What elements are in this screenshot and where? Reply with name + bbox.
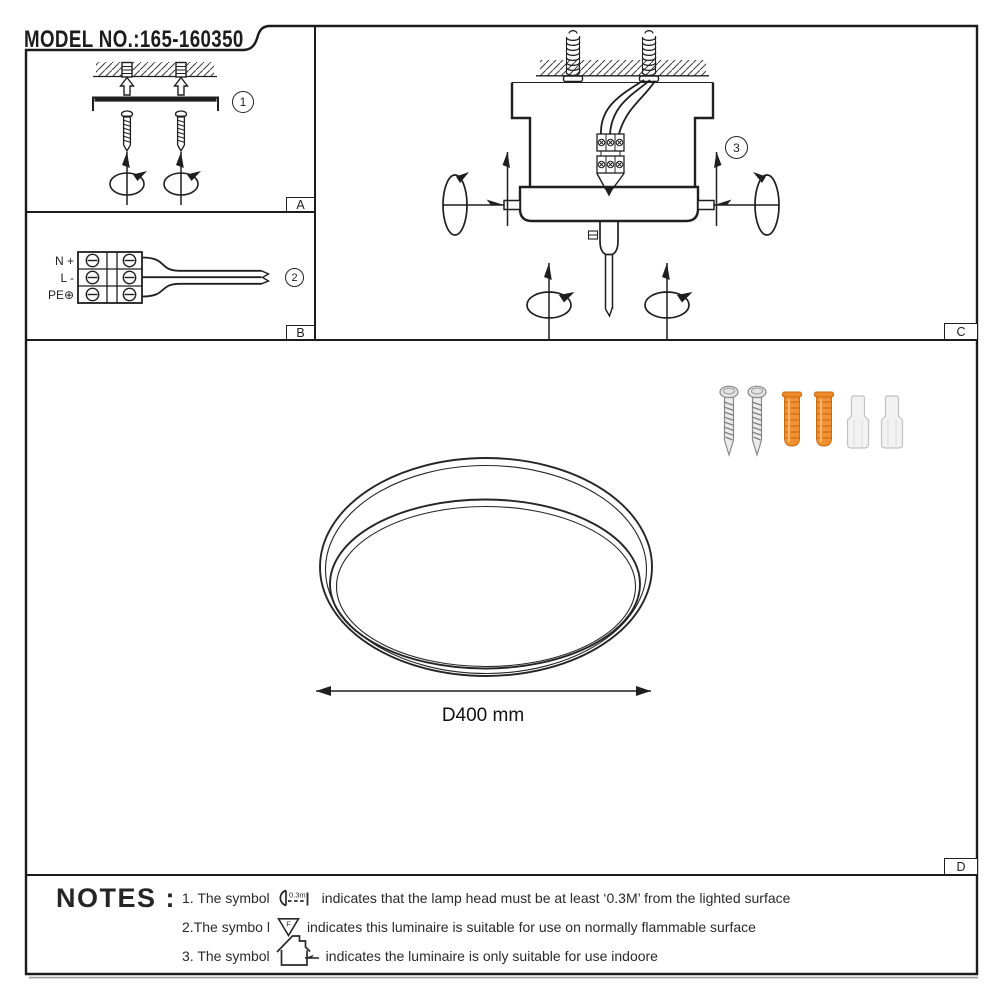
mains-cable [141, 256, 271, 298]
min-distance-icon: 0.3m [279, 889, 309, 907]
min-distance-value: 0.3m [289, 891, 306, 900]
hardware-wire-cap [846, 395, 870, 449]
notes-heading: NOTES : [56, 883, 177, 913]
note-3-prefix: 3. The symbol [182, 948, 270, 964]
section-label-b: B [286, 325, 315, 340]
note-1-prefix: 1. The symbol [182, 890, 270, 906]
note-2-text: indicates this luminaire is suitable for… [306, 919, 756, 935]
terminal-label-l: L - [60, 270, 74, 285]
ceiling-lamp-drawing [319, 457, 653, 677]
terminal-screws [85, 253, 137, 302]
note-item-3: 3. The symbol indicates the luminaire is… [182, 934, 658, 967]
diameter-label: D400 mm [441, 705, 525, 726]
hardware-wire-cap [880, 395, 904, 449]
lamp-base [518, 185, 700, 223]
hardware-screw [747, 385, 767, 458]
hardware-wall-plug [782, 391, 802, 447]
note-item-1: 1. The symbol 0.3m indicates that the la… [182, 887, 790, 909]
terminal-label-n: N + [54, 253, 74, 268]
product-and-hardware [316, 385, 904, 696]
section-label-d: D [944, 858, 978, 875]
page-borders [24, 24, 979, 979]
section-label-c: C [944, 323, 978, 340]
screw [562, 30, 584, 83]
note-3-text: indicates the luminaire is only suitable… [325, 948, 658, 964]
rotate-arrow [526, 263, 575, 339]
ceiling-installation-diagram [442, 30, 780, 339]
wall-plug-arrow [173, 61, 189, 96]
indoor-use-house-icon [276, 934, 319, 966]
ceiling-hatch-c [540, 60, 706, 76]
twist-arrow-right [714, 152, 780, 236]
side-screw-right [697, 199, 715, 211]
hardware-wall-plug [814, 391, 834, 447]
ceiling-hatch-a [96, 62, 214, 76]
side-screw-left [503, 199, 521, 211]
step-3-badge: 3 [725, 136, 748, 159]
mounting-bracket [92, 96, 219, 111]
step-1-badge: 1 [232, 91, 254, 113]
twist-arrow-left [442, 152, 510, 236]
mounting-bracket-diagram [92, 61, 219, 205]
terminal-label-pe: PE⊕ [47, 287, 74, 302]
step-2-badge: 2 [285, 268, 304, 287]
rotate-arrow [163, 152, 201, 205]
model-number: MODEL NO.:165-160350 [24, 26, 244, 53]
note-1-text: indicates that the lamp head must be at … [321, 890, 791, 906]
flammable-symbol-letter: F [286, 920, 291, 929]
flammable-surface-icon: F [277, 918, 300, 937]
diameter-dimension-arrow [316, 686, 651, 696]
wall-plug-arrow [119, 61, 135, 96]
wiring-terminal-diagram [77, 251, 271, 304]
section-label-a: A [286, 197, 315, 212]
wires-to-ceiling [600, 79, 656, 135]
rotate-arrow [644, 263, 693, 339]
connector-block [596, 133, 625, 174]
rotate-arrow [109, 152, 147, 205]
note-item-2: 2.The symbo l F indicates this luminaire… [182, 916, 756, 938]
screw [120, 110, 134, 153]
hardware-screw [719, 385, 739, 458]
canopy-profile-right [693, 82, 715, 187]
pendant-cable [587, 221, 619, 318]
canopy-profile-left [510, 82, 532, 187]
screw [174, 110, 188, 153]
note-2-prefix: 2.The symbo l [182, 919, 270, 935]
